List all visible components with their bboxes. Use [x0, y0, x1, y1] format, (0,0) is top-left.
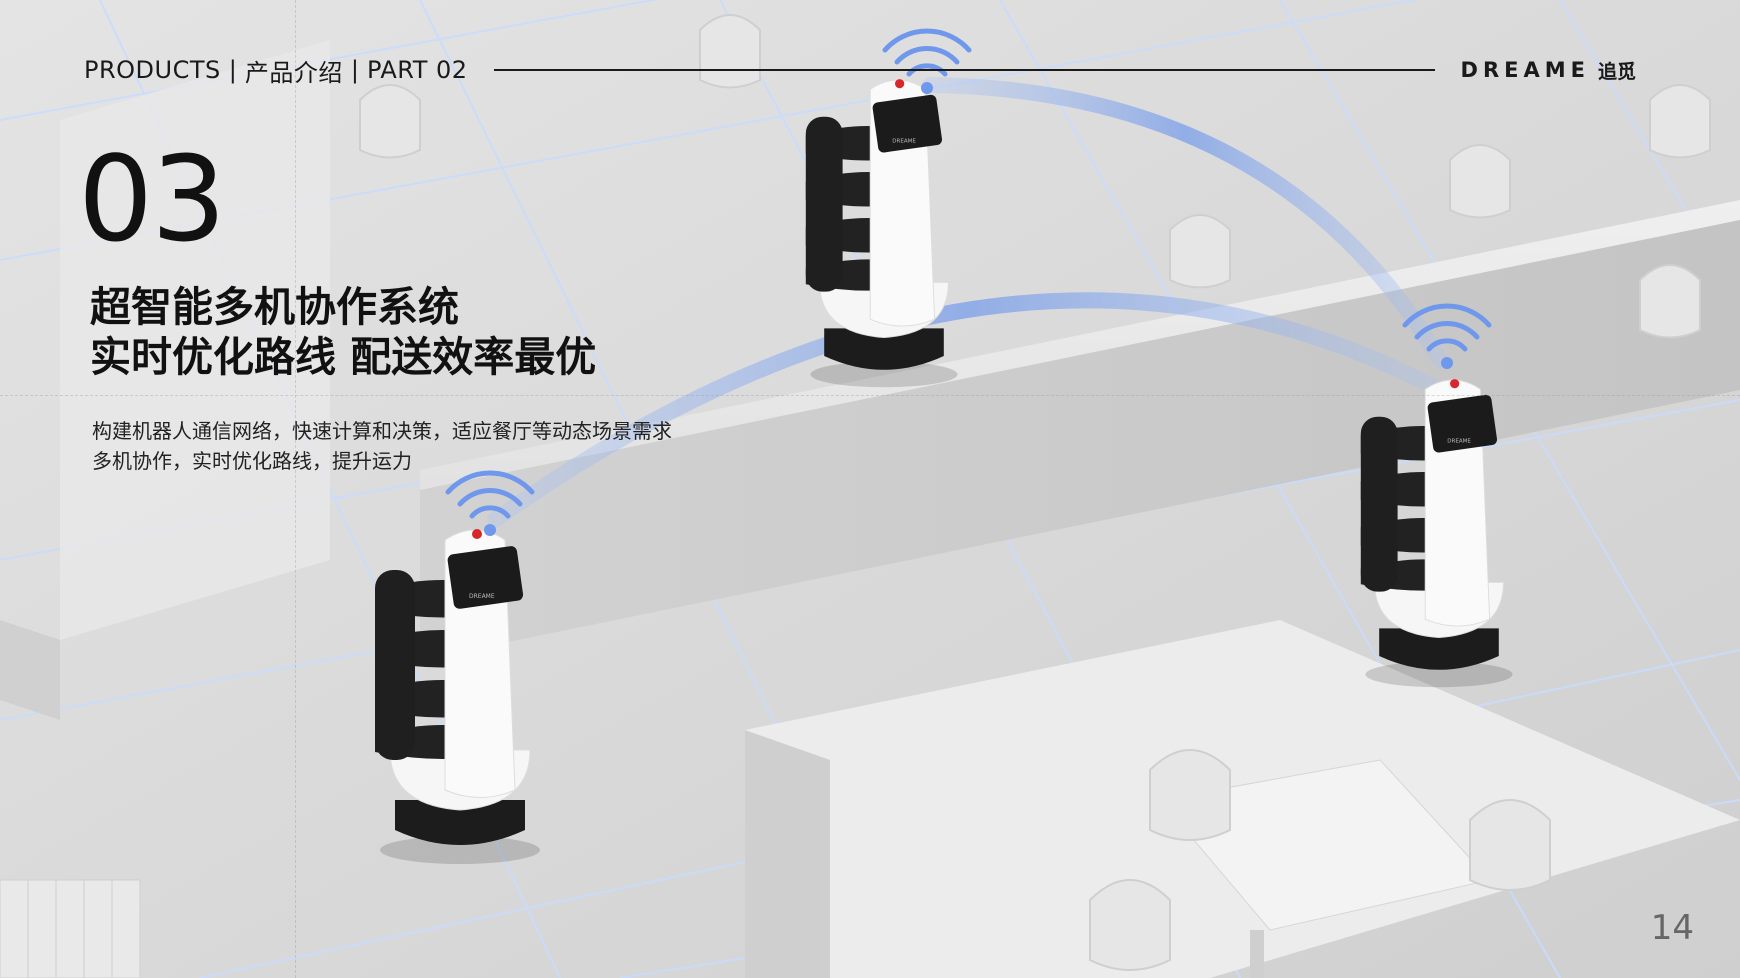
section-label-en: PRODUCTS	[84, 56, 221, 84]
robot-left: DREAME	[375, 529, 540, 864]
header-rule	[493, 69, 1435, 71]
brand-logo: DREAME 追觅	[1461, 57, 1636, 84]
robot-screen-label: DREAME	[469, 593, 495, 600]
description-line-2: 多机协作，实时优化路线，提升运力	[92, 449, 412, 473]
wifi-icon	[1402, 303, 1492, 369]
robot-right: DREAME	[1360, 379, 1513, 688]
left-counter-side	[0, 620, 60, 720]
guide-line-horizontal	[0, 395, 1740, 396]
description: 构建机器人通信网络，快速计算和决策，适应餐厅等动态场景需求 多机协作，实时优化路…	[92, 416, 672, 476]
radiator	[0, 879, 141, 978]
page-number: 14	[1650, 908, 1694, 948]
robot-screen-label: DREAME	[1447, 439, 1471, 445]
robot-top: DREAME	[805, 79, 958, 388]
headline-line-1: 超智能多机协作系统	[90, 283, 459, 331]
part-label: PART 02	[366, 56, 468, 84]
guide-line-vertical	[295, 0, 296, 978]
section-label-cn: 产品介绍	[244, 58, 343, 87]
partition-wall-side	[420, 220, 1740, 660]
slide-section-number: 03	[78, 130, 226, 268]
headline: 超智能多机协作系统 实时优化路线 配送效率最优	[90, 282, 596, 382]
lower-counter-side	[745, 730, 830, 978]
separator: |	[350, 56, 359, 84]
description-line-1: 构建机器人通信网络，快速计算和决策，适应餐厅等动态场景需求	[92, 419, 672, 443]
separator: |	[228, 56, 237, 84]
slide-header: PRODUCTS | 产品介绍 | PART 02 DREAME 追觅	[84, 52, 1636, 88]
headline-line-2: 实时优化路线 配送效率最优	[90, 333, 597, 381]
partition-wall-top	[420, 200, 1740, 490]
brand-logo-cn: 追觅	[1597, 60, 1636, 83]
network-links	[487, 77, 1448, 528]
wifi-icon	[882, 28, 972, 94]
wifi-icon	[445, 470, 535, 536]
robot-screen-label: DREAME	[892, 139, 916, 145]
left-counter-top	[60, 40, 330, 640]
brand-logo-en: DREAME	[1460, 58, 1590, 82]
